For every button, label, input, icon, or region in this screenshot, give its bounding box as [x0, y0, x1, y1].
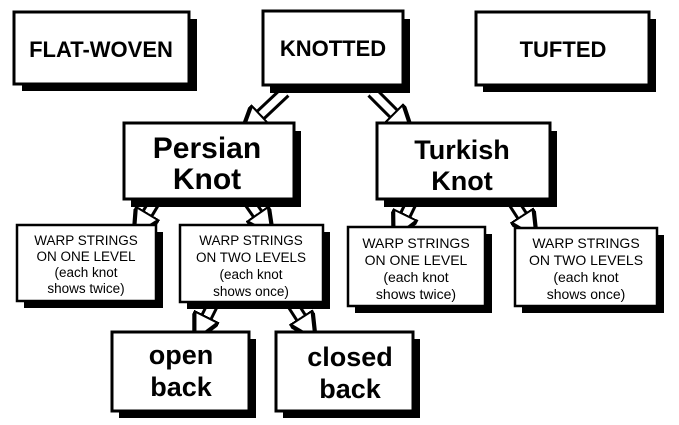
- turkish-two-levels-line-1: WARP STRINGS: [532, 235, 639, 251]
- persian-two-levels-line-2: ON TWO LEVELS: [196, 250, 306, 265]
- persian-label-line-2: Knot: [173, 163, 241, 196]
- box-turkish-knot: Turkish Knot: [375, 121, 557, 207]
- box-persian-knot: Persian Knot: [122, 121, 301, 207]
- persian-one-level-line-1: WARP STRINGS: [34, 233, 138, 248]
- turkish-one-level-line-2: ON ONE LEVEL: [365, 252, 468, 268]
- box-flat-woven: FLAT-WOVEN: [12, 10, 197, 91]
- turkish-two-levels-line-2: ON TWO LEVELS: [529, 252, 643, 268]
- turkish-two-levels-line-4: shows once): [547, 286, 626, 302]
- box-closed-back: closed back: [274, 330, 420, 418]
- persian-one-level-line-4: shows twice): [47, 281, 124, 296]
- turkish-label-line-2: Knot: [431, 166, 492, 196]
- open-back-line-2: back: [150, 372, 213, 402]
- box-turkish-warp-two-levels: WARP STRINGS ON TWO LEVELS (each knot sh…: [513, 226, 664, 313]
- open-back-line-1: open: [149, 340, 214, 370]
- turkish-two-levels-line-3: (each knot: [553, 269, 618, 285]
- persian-label-line-1: Persian: [153, 132, 261, 165]
- turkish-one-level-line-4: shows twice): [376, 286, 456, 302]
- tufted-label: TUFTED: [520, 37, 607, 62]
- persian-one-level-line-2: ON ONE LEVEL: [36, 249, 136, 264]
- persian-one-level-line-3: (each knot: [54, 265, 117, 280]
- box-tufted: TUFTED: [474, 10, 656, 92]
- box-knotted: KNOTTED: [261, 9, 410, 93]
- closed-back-line-2: back: [319, 374, 382, 404]
- turkish-one-level-line-3: (each knot: [383, 269, 448, 285]
- box-persian-warp-two-levels: WARP STRINGS ON TWO LEVELS (each knot sh…: [178, 223, 330, 309]
- turkish-label-line-1: Turkish: [414, 135, 510, 165]
- turkish-one-level-line-1: WARP STRINGS: [362, 235, 469, 251]
- closed-back-line-1: closed: [307, 342, 393, 372]
- flat-woven-label: FLAT-WOVEN: [29, 37, 173, 62]
- persian-two-levels-line-4: shows once): [213, 284, 289, 299]
- arrow-knotted-to-turkish: [367, 87, 404, 124]
- persian-two-levels-line-1: WARP STRINGS: [199, 233, 303, 248]
- arrow-knotted-to-persian: [250, 87, 290, 125]
- box-turkish-warp-one-level: WARP STRINGS ON ONE LEVEL (each knot sho…: [346, 225, 492, 313]
- knotted-label: KNOTTED: [280, 36, 386, 61]
- box-persian-warp-one-level: WARP STRINGS ON ONE LEVEL (each knot sho…: [15, 223, 163, 308]
- persian-two-levels-line-3: (each knot: [219, 267, 282, 282]
- box-open-back: open back: [110, 330, 256, 418]
